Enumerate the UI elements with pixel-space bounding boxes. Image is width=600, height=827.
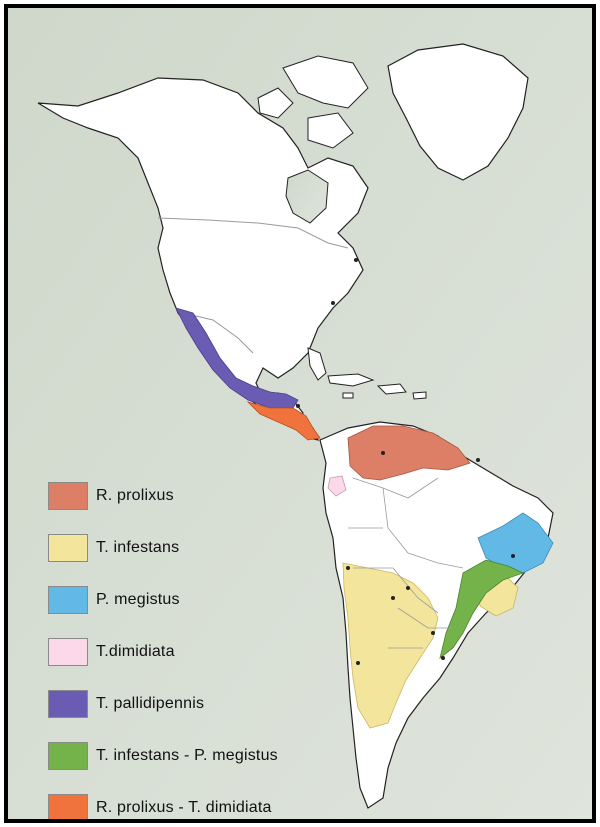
legend-swatch — [48, 638, 88, 666]
legend-label: R. prolixus - T. dimidiata — [96, 799, 272, 816]
legend-swatch — [48, 482, 88, 510]
us-mexico-border — [182, 312, 254, 354]
legend-swatch — [48, 690, 88, 718]
region-t-infestans — [342, 562, 439, 729]
legend-label: P. megistus — [96, 591, 180, 608]
florida — [307, 347, 327, 381]
legend-label: T. infestans - P. megistus — [96, 747, 278, 764]
region-t-pallidipennis — [175, 307, 299, 409]
city-dots — [296, 258, 515, 665]
us-canada-border — [157, 217, 349, 249]
legend-item-t-infestans-p-megistus: T. infestans - P. megistus — [48, 730, 278, 782]
hudson-bay — [285, 169, 329, 224]
legend-label: T. infestans — [96, 539, 180, 556]
arctic-islands — [257, 55, 369, 149]
legend-swatch — [48, 794, 88, 819]
sa-borders — [348, 477, 464, 649]
region-r-prolixus-t-dimidiata — [246, 401, 321, 441]
legend-label: R. prolixus — [96, 487, 174, 504]
americas-map — [8, 8, 592, 819]
legend-swatch — [48, 534, 88, 562]
legend-swatch — [48, 586, 88, 614]
legend-item-t-infestans: T. infestans — [48, 522, 278, 574]
legend-swatch — [48, 742, 88, 770]
legend-item-p-megistus: P. megistus — [48, 574, 278, 626]
caribbean-islands — [327, 373, 427, 400]
region-t-infestans-p-megistus — [439, 559, 525, 660]
legend: R. prolixus T. infestans P. megistus T.d… — [48, 470, 278, 819]
legend-item-r-prolixus: R. prolixus — [48, 470, 278, 522]
legend-item-t-dimidiata: T.dimidiata — [48, 626, 278, 678]
region-r-prolixus — [347, 425, 471, 481]
greenland — [387, 43, 529, 181]
legend-item-r-prolixus-t-dimidiata: R. prolixus - T. dimidiata — [48, 782, 278, 819]
map-frame: R. prolixus T. infestans P. megistus T.d… — [4, 4, 596, 823]
legend-label: T.dimidiata — [96, 643, 175, 660]
legend-label: T. pallidipennis — [96, 695, 205, 712]
legend-item-t-pallidipennis: T. pallidipennis — [48, 678, 278, 730]
region-t-dimidiata — [327, 475, 347, 497]
